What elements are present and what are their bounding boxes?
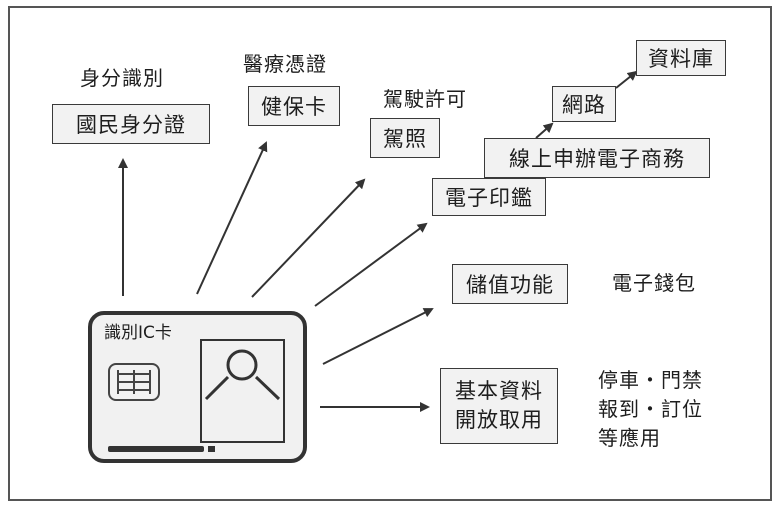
arrow-to-stored-value — [322, 308, 434, 365]
label-uses-line-1: 停車・門禁 — [598, 368, 703, 392]
box-national-id: 國民身分證 — [52, 104, 210, 144]
box-basic-data-line-2: 開放取用 — [455, 408, 543, 432]
box-network: 網路 — [552, 86, 616, 122]
box-health-card: 健保卡 — [248, 86, 340, 126]
label-uses: 停車・門禁 報到・訂位 等應用 — [598, 366, 703, 453]
arrow-online-to-network — [535, 122, 554, 139]
arrow-network-to-database — [615, 70, 638, 89]
label-identity: 身分識別 — [80, 66, 164, 90]
portrait-icon — [204, 349, 281, 401]
label-ewallet: 電子錢包 — [612, 271, 696, 295]
photo-portrait-icon — [200, 339, 285, 443]
box-e-seal: 電子印鑑 — [432, 178, 546, 216]
chip-icon — [108, 363, 160, 401]
magnetic-stripe — [108, 446, 204, 452]
box-basic-data-line-1: 基本資料 — [455, 379, 543, 403]
box-stored-value: 儲值功能 — [452, 264, 568, 304]
ic-card-title: 識別IC卡 — [104, 323, 172, 343]
box-database: 資料庫 — [636, 40, 726, 76]
box-online-services: 線上申辦電子商務 — [484, 138, 710, 178]
box-basic-data: 基本資料 開放取用 — [440, 368, 558, 444]
label-driving: 駕駛許可 — [383, 87, 467, 111]
arrow-to-license — [251, 178, 366, 298]
arrow-to-e-seal — [314, 222, 428, 307]
arrow-to-health-card — [196, 141, 268, 295]
label-uses-line-2: 報到・訂位 — [598, 397, 703, 421]
box-license: 駕照 — [370, 118, 440, 158]
chip-grid-icon — [117, 370, 151, 394]
stripe-dot — [208, 446, 215, 452]
label-uses-line-3: 等應用 — [598, 426, 661, 450]
label-medical: 醫療憑證 — [243, 52, 327, 76]
